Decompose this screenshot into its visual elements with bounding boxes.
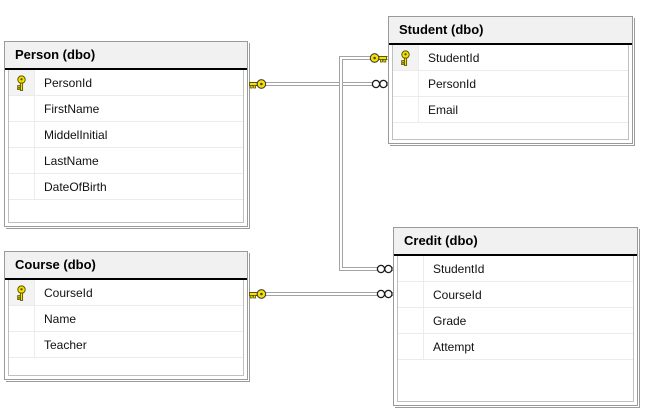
person-column-dateofbirth[interactable]: DateOfBirth [9,174,243,200]
student-column-studentid[interactable]: StudentId [393,45,628,71]
icon-cell-empty [398,256,424,281]
credit-column-courseid[interactable]: CourseId [398,282,633,308]
primary-key-icon [9,280,35,305]
column-name: PersonId [428,76,477,91]
icon-cell-empty [9,306,35,331]
column-name: MiddelInitial [44,127,108,142]
column-name: CourseId [433,287,482,302]
table-credit-title[interactable]: Credit (dbo) [394,228,637,256]
icon-cell-empty [9,332,35,357]
icon-cell-empty [398,282,424,307]
icon-cell-empty [9,148,35,173]
person-column-firstname[interactable]: FirstName [9,96,243,122]
table-credit[interactable]: Credit (dbo) StudentId CourseId Grade At… [393,227,638,406]
icon-cell-empty [9,174,35,199]
credit-column-studentid[interactable]: StudentId [398,256,633,282]
table-person-title[interactable]: Person (dbo) [5,42,247,70]
primary-key-icon [393,45,419,70]
table-student-title[interactable]: Student (dbo) [389,17,632,45]
course-column-courseid[interactable]: CourseId [9,280,243,306]
table-student-columns: StudentId PersonId Email [392,45,629,140]
column-name: PersonId [44,75,93,90]
student-column-personid[interactable]: PersonId [393,71,628,97]
credit-column-grade[interactable]: Grade [398,308,633,334]
column-name: FirstName [44,101,100,116]
icon-cell-empty [398,308,424,333]
table-course-columns: CourseId Name Teacher [8,280,244,376]
icon-cell-empty [393,97,419,122]
table-person[interactable]: Person (dbo) PersonId FirstName MiddelIn… [4,41,248,227]
key-end-icon[interactable] [369,52,389,64]
student-column-email[interactable]: Email [393,97,628,123]
column-name: CourseId [44,285,93,300]
column-name: StudentId [428,50,480,65]
relationship-student-credit[interactable] [339,56,398,271]
table-course[interactable]: Course (dbo) CourseId Name Teacher [4,251,248,380]
table-student[interactable]: Student (dbo) StudentId PersonId Email [388,16,633,144]
column-name: Email [428,102,459,117]
column-name: Teacher [44,337,87,352]
infinity-icon[interactable] [376,264,394,274]
table-course-title[interactable]: Course (dbo) [5,252,247,280]
key-end-icon[interactable] [247,288,267,300]
table-credit-columns: StudentId CourseId Grade Attempt [397,256,634,402]
column-name: LastName [44,153,99,168]
column-name: Grade [433,313,467,328]
key-end-icon[interactable] [247,78,267,90]
credit-column-attempt[interactable]: Attempt [398,334,633,360]
table-person-columns: PersonId FirstName MiddelInitial LastNam… [8,70,244,223]
icon-cell-empty [393,71,419,96]
person-column-personid[interactable]: PersonId [9,70,243,96]
primary-key-icon [9,70,35,95]
icon-cell-empty [398,334,424,359]
column-name: Name [44,311,77,326]
infinity-icon[interactable] [371,79,389,89]
column-name: Attempt [433,339,475,354]
column-name: StudentId [433,261,485,276]
icon-cell-empty [9,96,35,121]
course-column-name[interactable]: Name [9,306,243,332]
person-column-middelinitial[interactable]: MiddelInitial [9,122,243,148]
column-name: DateOfBirth [44,179,107,194]
icon-cell-empty [9,122,35,147]
course-column-teacher[interactable]: Teacher [9,332,243,358]
infinity-icon[interactable] [376,289,394,299]
person-column-lastname[interactable]: LastName [9,148,243,174]
